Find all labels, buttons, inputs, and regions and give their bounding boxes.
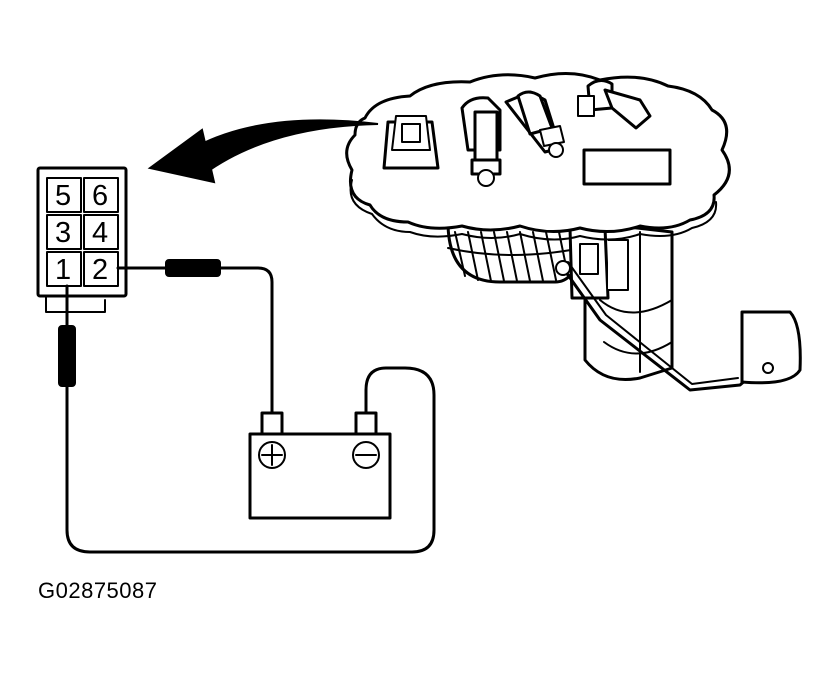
- jumper-wire-positive: [116, 259, 274, 417]
- battery-negative-terminal: [354, 411, 378, 437]
- inline-fuse-positive: [165, 259, 221, 277]
- vent-pipe-fitting: [577, 79, 652, 130]
- flange-label-plate: [582, 148, 672, 186]
- pin-4-label: 4: [92, 217, 108, 249]
- fuel-level-sender: [555, 260, 802, 392]
- fuel-return-fitting: [504, 90, 565, 158]
- connector-housing-shadow: [45, 294, 106, 313]
- connector-pin-grid: [46, 177, 119, 287]
- fuel-pump-assembly: [345, 71, 802, 392]
- plus-icon: [258, 441, 286, 469]
- pin-2-label: 2: [92, 254, 108, 286]
- figure-id: G02875087: [38, 578, 158, 603]
- jumper-wire-negative: [58, 284, 436, 554]
- pin-5-label: 5: [55, 180, 71, 212]
- battery: [248, 411, 392, 520]
- battery-positive-terminal: [260, 411, 284, 437]
- connector-pin-labels: 5 6 3 4 1 2: [55, 180, 108, 286]
- pin-3-label: 3: [55, 217, 71, 249]
- connector-diagram: 5 6 3 4 1 2: [36, 166, 128, 313]
- fuel-outlet-fitting: [460, 96, 502, 187]
- pin-1-label: 1: [55, 254, 71, 286]
- inline-fuse-negative: [58, 325, 76, 387]
- curved-arrow-icon: [147, 119, 379, 184]
- flange-electrical-connector: [382, 115, 440, 170]
- minus-icon: [352, 441, 380, 469]
- pin-6-label: 6: [92, 180, 108, 212]
